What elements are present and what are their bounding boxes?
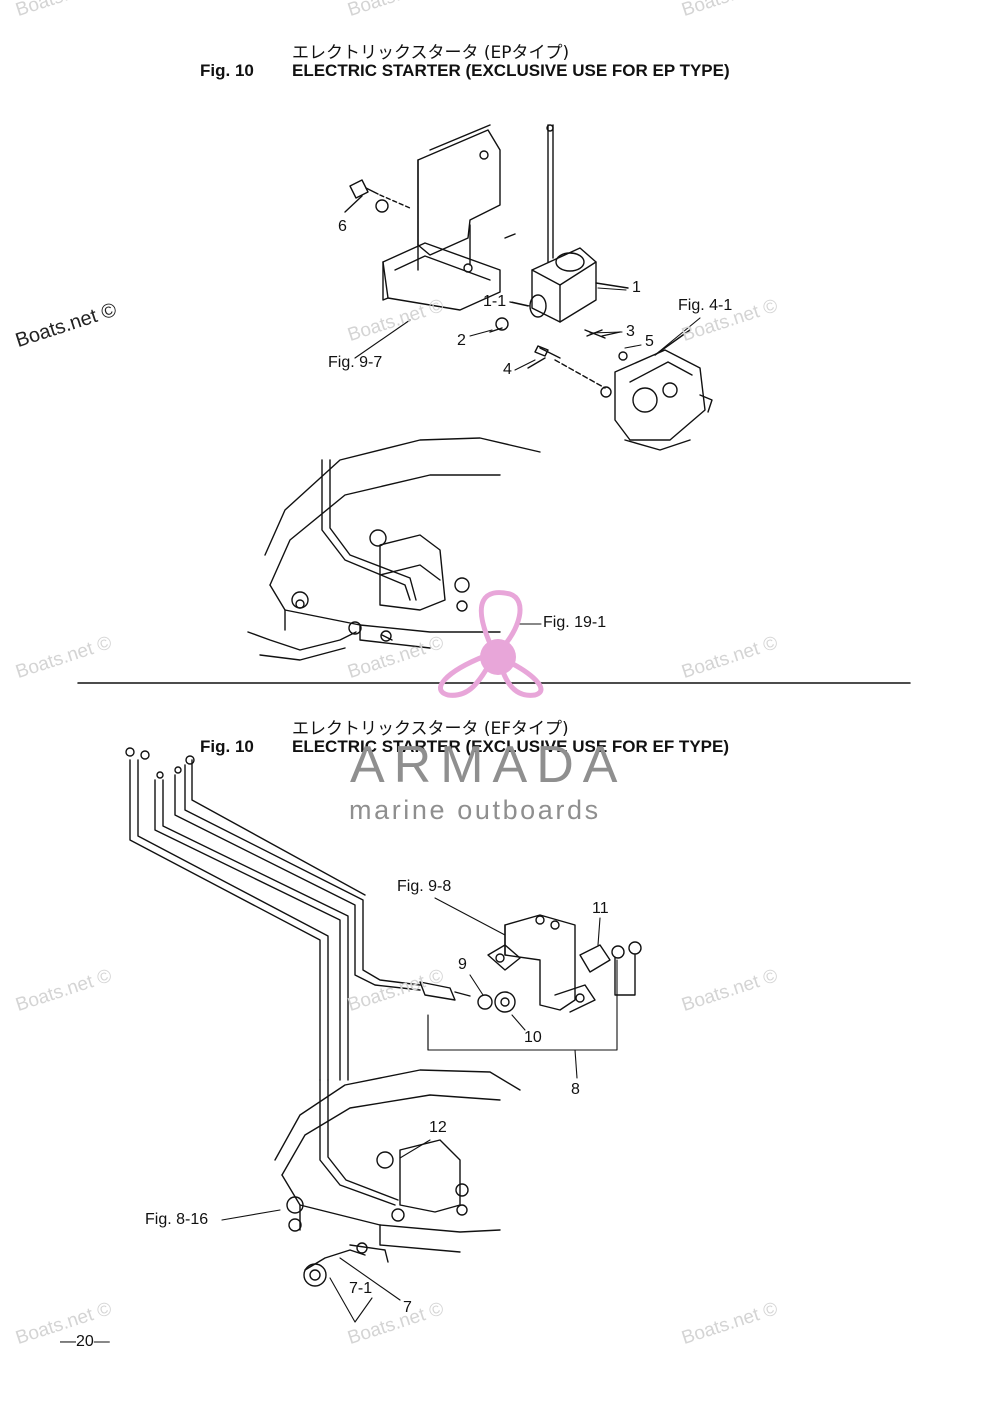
starter-motor-drawing [529, 124, 629, 323]
small-parts-drawing [489, 301, 628, 389]
label-11: 11 [592, 900, 609, 917]
label-12: 12 [429, 1119, 447, 1136]
label-5: 5 [645, 333, 654, 350]
label-7: 7 [403, 1299, 412, 1316]
top-leader-lines [354, 287, 701, 625]
top-title-jp: エレクトリックスタータ (EPタイプ) [292, 43, 570, 63]
carburetor-drawing [600, 329, 713, 451]
label-2: 2 [457, 332, 466, 349]
page-number: —20— [60, 1333, 110, 1350]
label-fig-8-16: Fig. 8-16 [145, 1211, 209, 1228]
top-title-en: ELECTRIC STARTER (EXCLUSIVE USE FOR EP T… [292, 61, 730, 80]
label-fig-9-7: Fig. 9-7 [328, 354, 383, 371]
label-4: 4 [503, 361, 512, 378]
label-fig-9-8: Fig. 9-8 [397, 878, 452, 895]
bracket-plate-drawing [379, 124, 516, 311]
top-housing-drawing [247, 437, 541, 661]
bottom-leader-lines [221, 897, 601, 1323]
armada-logo-text: ARMADA [350, 736, 627, 794]
label-7-1: 7-1 [349, 1280, 373, 1297]
label-fig-4-1: Fig. 4-1 [678, 297, 733, 314]
bottom-title-jp: エレクトリックスタータ (EFタイプ) [292, 719, 569, 739]
bottom-diagram [125, 747, 642, 1323]
bolt-6-drawing [344, 179, 389, 213]
bottom-fig-number: Fig. 10 [200, 737, 254, 756]
bottom-title-en: ELECTRIC STARTER (EXCLUSIVE USE FOR EF T… [292, 737, 729, 756]
label-6: 6 [338, 218, 347, 235]
bottom-housing-drawing [274, 1069, 521, 1287]
top-fig-number: Fig. 10 [200, 61, 254, 80]
top-diagram [77, 124, 911, 684]
label-1-1: 1-1 [483, 293, 507, 310]
bracket-8-line [427, 959, 618, 1051]
relay-bracket-drawing [477, 914, 642, 1013]
label-3: 3 [626, 323, 635, 340]
label-10: 10 [524, 1029, 542, 1046]
label-fig-19-1: Fig. 19-1 [543, 614, 607, 631]
label-1: 1 [632, 279, 641, 296]
label-9: 9 [458, 956, 467, 973]
label-8: 8 [571, 1081, 580, 1098]
cable-harness-drawing [125, 747, 471, 1081]
propeller-logo [438, 590, 544, 698]
armada-tagline: marine outboards [349, 795, 601, 825]
